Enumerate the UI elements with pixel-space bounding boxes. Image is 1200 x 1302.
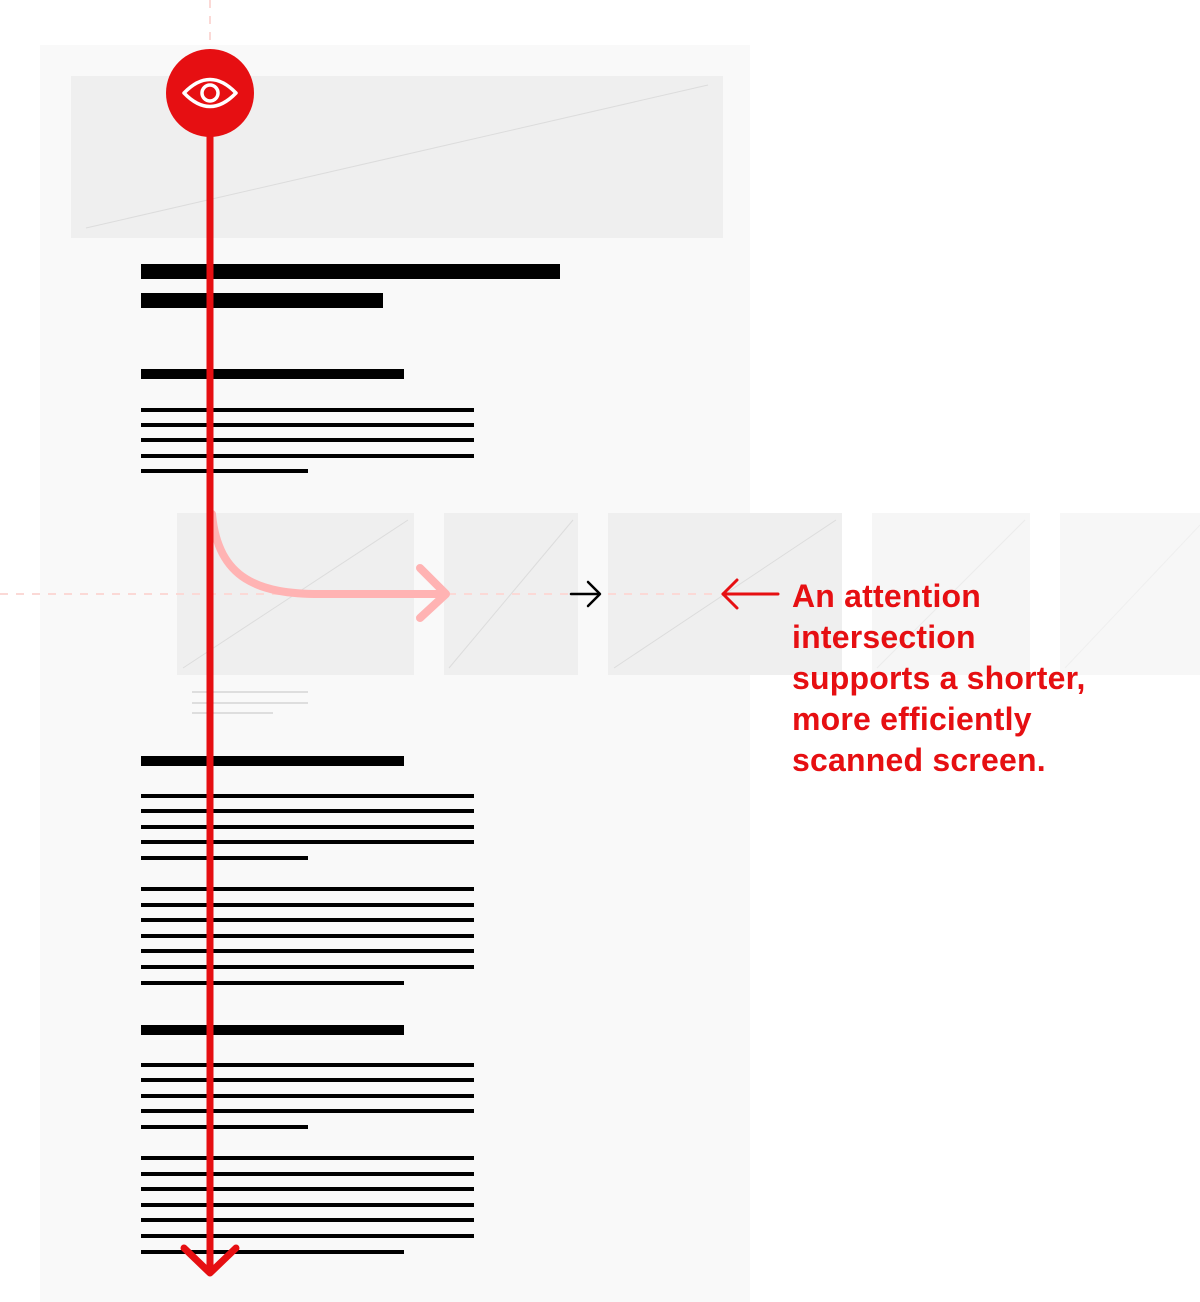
section-heading-3 bbox=[141, 1025, 404, 1035]
arrow-right-icon bbox=[569, 580, 602, 608]
title-bar-1 bbox=[141, 264, 560, 279]
title-bar-2 bbox=[141, 293, 383, 308]
paragraph-4 bbox=[141, 1063, 474, 1129]
arrow-left-icon bbox=[721, 578, 780, 610]
annotation-line-2: intersection bbox=[792, 619, 976, 655]
eye-icon bbox=[166, 49, 254, 137]
attention-curve-arrowhead bbox=[416, 564, 450, 622]
attention-curve-arrow bbox=[208, 510, 448, 598]
carousel-card-1-caption bbox=[192, 691, 308, 714]
annotation-line-5: scanned screen. bbox=[792, 742, 1046, 778]
carousel-card-5 bbox=[1060, 513, 1200, 675]
annotation-line-1: An attention bbox=[792, 578, 982, 614]
annotation-text: An attention intersection supports a sho… bbox=[792, 576, 1192, 781]
carousel-card-4 bbox=[872, 513, 1030, 675]
section-heading-2 bbox=[141, 756, 404, 766]
paragraph-1 bbox=[141, 408, 474, 473]
paragraph-5 bbox=[141, 1156, 474, 1254]
paragraph-3 bbox=[141, 887, 474, 985]
paragraph-2 bbox=[141, 794, 474, 860]
annotation-line-4: more efficiently bbox=[792, 701, 1032, 737]
section-heading-1 bbox=[141, 369, 404, 379]
chevron-down-icon bbox=[180, 1244, 240, 1277]
annotation-line-3: supports a shorter, bbox=[792, 660, 1086, 696]
